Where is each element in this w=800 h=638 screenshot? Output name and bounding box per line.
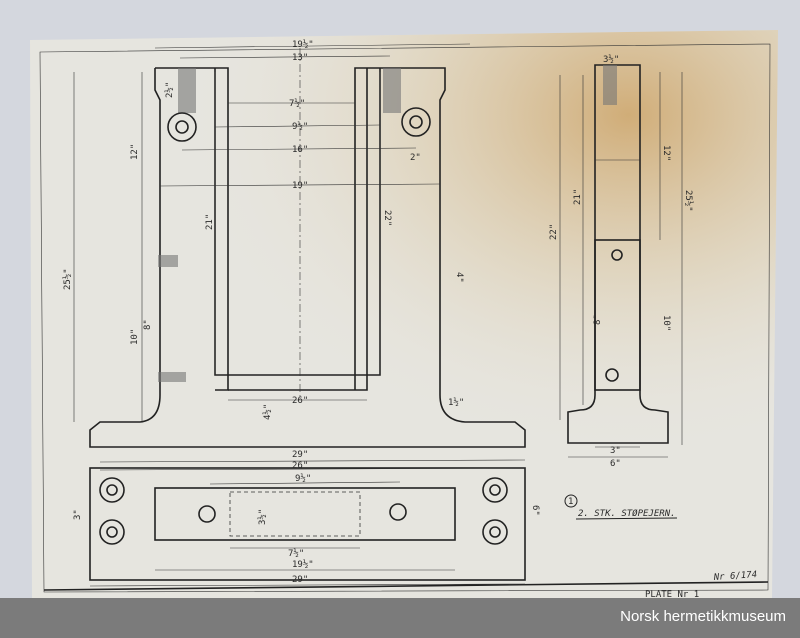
dim-label: 3": [610, 446, 621, 456]
museum-credit: Norsk hermetikkmuseum: [620, 608, 786, 625]
dim-label: 29": [292, 450, 308, 460]
dim-label: 6": [610, 459, 621, 469]
dim-label: 26": [292, 461, 308, 471]
museum-credit-bar: Norsk hermetikkmuseum: [0, 598, 800, 638]
dim-label: 22": [549, 224, 559, 240]
dim-label: 9½": [295, 473, 311, 484]
dim-label: 1½": [448, 397, 464, 408]
dim-label: 25½": [683, 190, 694, 212]
dim-label: 25½": [62, 268, 73, 290]
dim-label: 21": [573, 189, 583, 205]
dim-label: 3": [73, 509, 83, 520]
drawing-number: Nr 6/174: [713, 570, 758, 583]
dim-label: 4½": [262, 404, 273, 420]
dim-label: 3½": [257, 509, 268, 525]
dim-label: 9½": [292, 121, 308, 132]
dim-label: 10": [130, 329, 140, 345]
part-number-circle: [564, 494, 578, 508]
dim-label: 16": [292, 145, 308, 155]
side-view: [559, 64, 683, 458]
dim-label: 19½": [292, 39, 314, 50]
plan-view: [89, 467, 526, 587]
dim-label: 7½": [289, 98, 305, 109]
dim-label: 13": [292, 53, 308, 63]
plate-label: PLATE Nr 1: [645, 590, 699, 598]
dim-label: 7½": [288, 548, 304, 559]
dim-label: 8": [143, 319, 153, 330]
dim-label: 22": [382, 210, 392, 226]
dim-label: 12": [130, 144, 140, 160]
front-view: [73, 43, 526, 463]
dim-label: 19½": [292, 559, 314, 570]
dim-label: 10": [661, 315, 671, 331]
dim-label: 2": [410, 153, 421, 163]
technical-drawing-photo: 19½" 13" 7½" 9½" 16" 19" 12" 21" 22" 25½…: [0, 0, 800, 598]
dim-label: 29": [292, 575, 308, 585]
dim-label: 8": [593, 314, 603, 325]
dim-label: 4": [454, 272, 464, 283]
dim-label: 21": [205, 214, 215, 230]
dim-label: 2½": [164, 82, 175, 98]
dim-label: 12": [661, 145, 671, 161]
dim-label: 26": [292, 396, 308, 406]
dim-label: 6": [530, 505, 540, 516]
part-number: 1: [568, 497, 573, 507]
dim-label: 3½": [603, 54, 619, 65]
dim-label: 19": [292, 181, 308, 191]
part-title: 2. STK. STØPEJERN.: [578, 508, 676, 519]
